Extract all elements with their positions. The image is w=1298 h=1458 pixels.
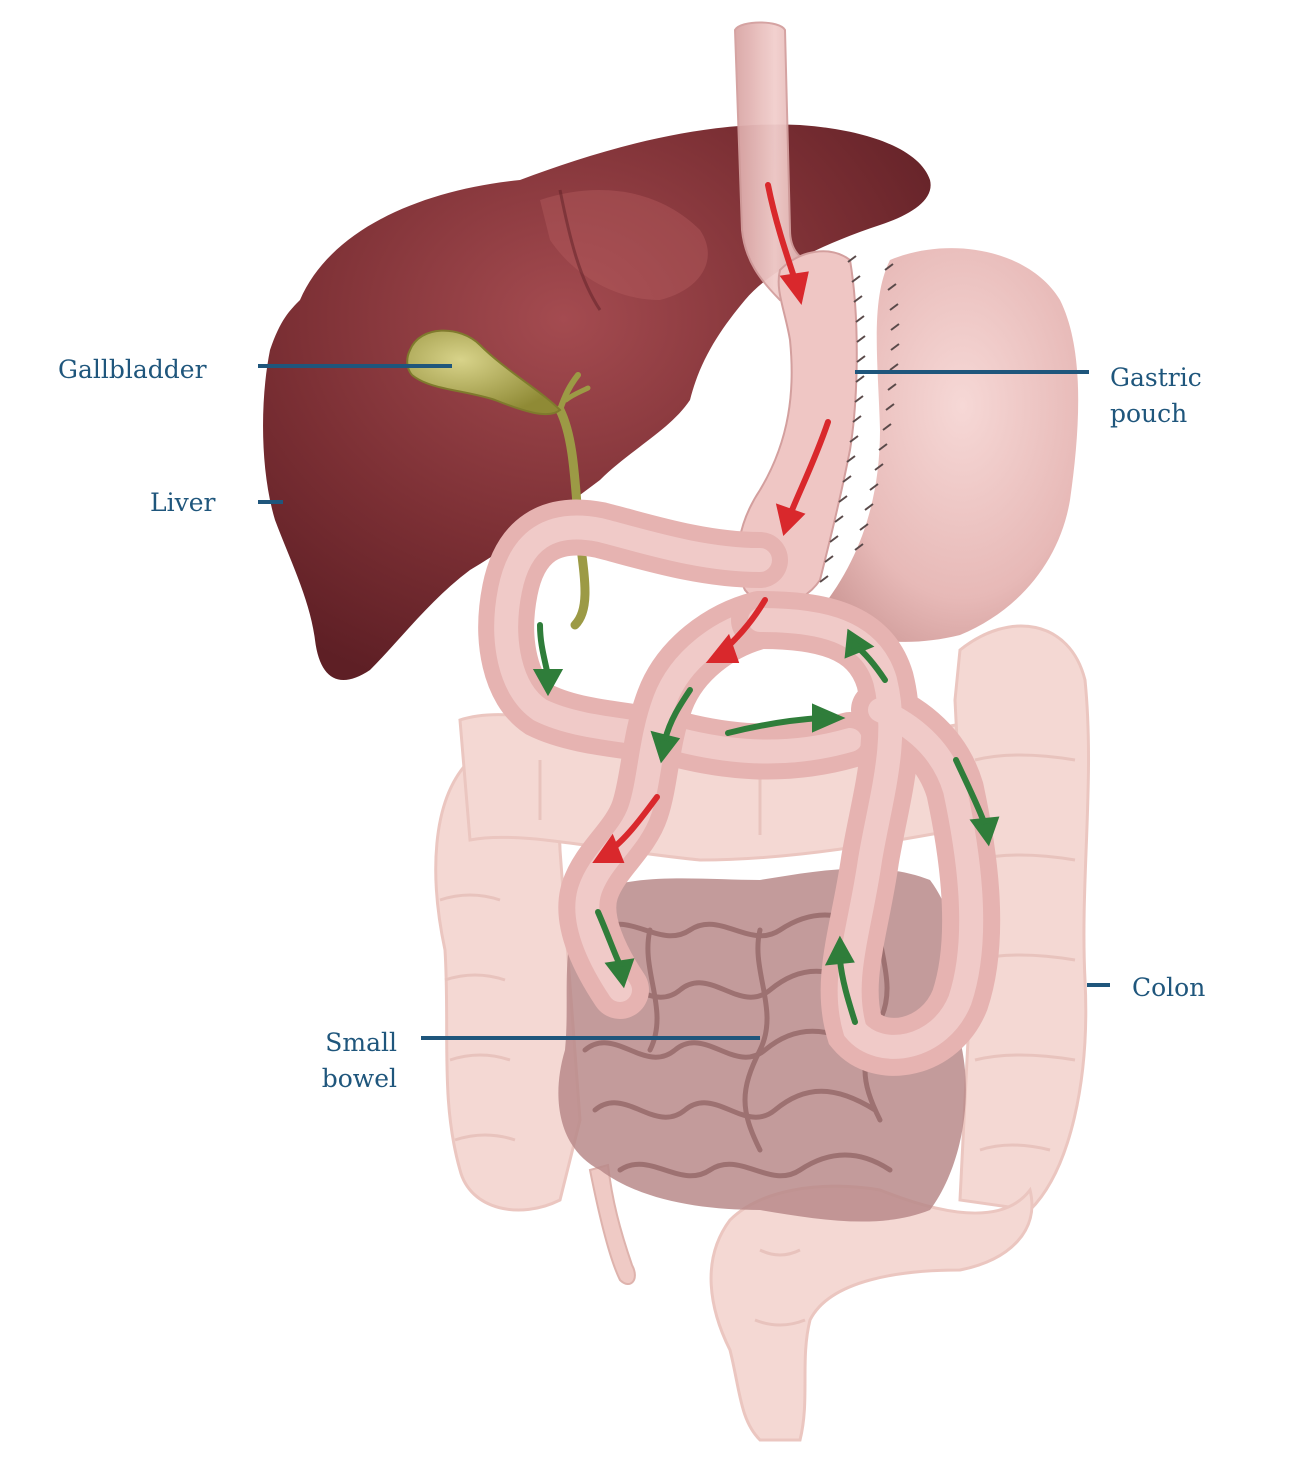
label-small-bowel: Small bowel	[300, 1025, 397, 1097]
remnant-stomach	[820, 248, 1078, 642]
label-colon: Colon	[1132, 970, 1205, 1006]
label-liver: Liver	[150, 485, 215, 521]
label-small-bowel-line1: Small	[300, 1025, 397, 1061]
label-small-bowel-line2: bowel	[300, 1061, 397, 1097]
label-gallbladder: Gallbladder	[58, 352, 207, 388]
label-gastric-pouch-line2: pouch	[1110, 396, 1202, 432]
label-gastric-pouch-line1: Gastric	[1110, 360, 1202, 396]
colon-sigmoid	[711, 1186, 1032, 1440]
label-gastric-pouch: Gastric pouch	[1110, 360, 1202, 432]
